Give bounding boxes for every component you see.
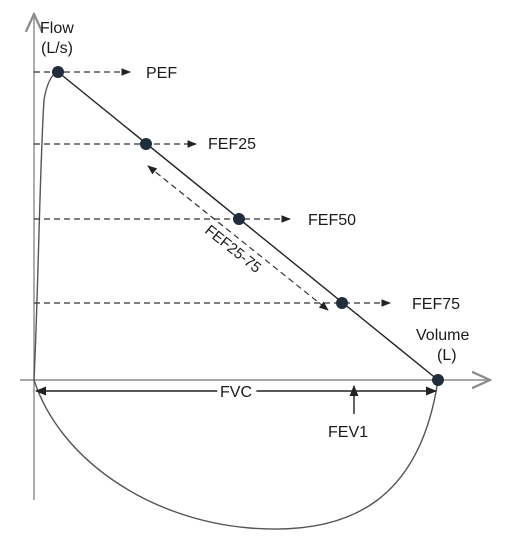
fef25-75-label: FEF25-75 — [202, 222, 265, 277]
fef75-label: FEF75 — [412, 296, 460, 313]
volume-axis-unit: (L) — [437, 347, 457, 364]
flow-axis-unit: (L/s) — [41, 40, 73, 57]
fev1-label: FEV1 — [328, 424, 368, 441]
fef50-point — [233, 213, 245, 225]
fef25-label: FEF25 — [208, 136, 256, 153]
fvc-label: FVC — [220, 384, 252, 401]
expiratory-descent-line — [57, 71, 439, 381]
fef25-point — [140, 138, 152, 150]
pef-label: PEF — [146, 65, 177, 82]
fef75-point — [336, 297, 348, 309]
pef-point — [52, 66, 64, 78]
inspiratory-curve — [33, 379, 439, 530]
fef25-75-arrow — [147, 165, 329, 311]
flow-axis-label: Flow — [40, 20, 74, 37]
volume-axis-label: Volume — [416, 327, 469, 344]
expiratory-rise-curve — [33, 71, 59, 381]
fef50-label: FEF50 — [308, 212, 356, 229]
fvc-point — [432, 374, 444, 386]
